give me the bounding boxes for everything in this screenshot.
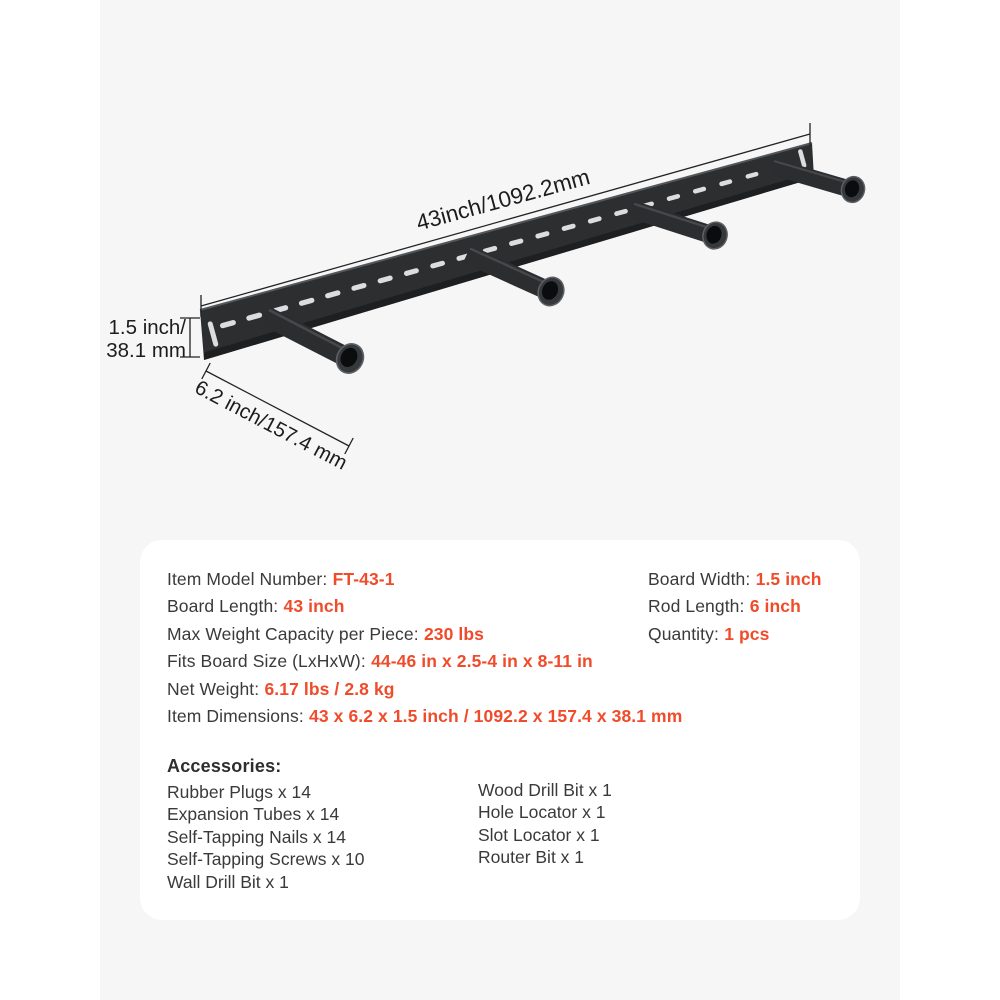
accessories-list-right: Wood Drill Bit x 1 Hole Locator x 1 Slot… <box>478 779 612 869</box>
rail-top-sheen <box>199 142 813 311</box>
spec-row-fits-board: Fits Board Size (LxHxW):44-46 in x 2.5-4… <box>167 648 682 675</box>
spec-list-left: Item Model Number:FT-43-1 Board Length:4… <box>167 566 682 730</box>
rod-1 <box>261 307 365 374</box>
accessory-item: Wood Drill Bit x 1 <box>478 780 612 800</box>
product-diagram: 43inch/1092.2mm 1.5 inch/ 38.1 mm 6.2 in… <box>106 123 866 475</box>
spec-card: Item Model Number:FT-43-1 Board Length:4… <box>140 540 860 920</box>
accessory-item: Self-Tapping Screws x 10 <box>167 849 365 870</box>
spec-row-item-dimensions: Item Dimensions:43 x 6.2 x 1.5 inch / 10… <box>167 703 682 730</box>
dimension-length-lines <box>200 123 811 317</box>
accessory-item: Expansion Tubes x 14 <box>167 804 340 825</box>
accessory-item: Router Bit x 1 <box>478 847 585 868</box>
dimension-depth-label: 6.2 inch/157.4 mm <box>191 376 351 475</box>
spec-row-board-width: Board Width:1.5 inch <box>648 566 822 593</box>
spec-label: Quantity: <box>648 623 719 644</box>
rod-2 <box>463 245 565 307</box>
accessory-item: Slot Locator x 1 <box>478 824 600 845</box>
spec-value: 1.5 inch <box>755 569 822 589</box>
spec-row-rod-length: Rod Length:6 inch <box>648 593 822 620</box>
spec-row-quantity: Quantity:1 pcs <box>648 621 822 648</box>
spec-label: Max Weight Capacity per Piece: <box>167 623 419 644</box>
accessory-item: Rubber Plugs x 14 <box>167 782 311 802</box>
accessories-list-left: Rubber Plugs x 14 Expansion Tubes x 14 S… <box>167 781 364 893</box>
rod-3 <box>628 200 728 250</box>
accessories-heading: Accessories: <box>167 756 282 776</box>
spec-label: Item Dimensions: <box>167 706 304 727</box>
spec-label: Fits Board Size (LxHxW): <box>167 651 366 672</box>
dimension-width-label-line2: 38.1 mm <box>106 339 186 362</box>
spec-label: Rod Length: <box>648 596 745 617</box>
dimension-width-lines <box>180 317 200 358</box>
spec-row-model: Item Model Number:FT-43-1 <box>167 566 682 593</box>
accessory-item: Self-Tapping Nails x 14 <box>167 826 346 847</box>
spec-value: 6 inch <box>749 596 801 617</box>
spec-value: 43 x 6.2 x 1.5 inch / 1092.2 x 157.4 x 3… <box>309 706 683 727</box>
spec-value: 44-46 in x 2.5-4 in x 8-11 in <box>371 651 593 672</box>
mounting-rail <box>200 143 814 360</box>
spec-label: Net Weight: <box>167 678 260 699</box>
spec-value: 1 pcs <box>724 623 770 644</box>
spec-value: FT-43-1 <box>332 569 395 589</box>
spec-row-board-length: Board Length:43 inch <box>167 593 682 620</box>
accessory-item: Hole Locator x 1 <box>478 802 606 823</box>
spec-value: 43 inch <box>283 596 345 617</box>
spec-row-max-weight: Max Weight Capacity per Piece:230 lbs <box>167 621 682 648</box>
dimension-depth-lines <box>201 362 354 455</box>
spec-label: Item Model Number: <box>167 569 328 589</box>
rod-4 <box>768 157 866 204</box>
accessory-item: Wall Drill Bit x 1 <box>167 871 289 892</box>
rail-end-slot-right <box>798 149 807 168</box>
spec-label: Board Length: <box>167 596 279 617</box>
spec-value: 230 lbs <box>423 623 484 644</box>
spec-value: 6.17 lbs / 2.8 kg <box>264 678 395 699</box>
spec-label: Board Width: <box>648 569 751 589</box>
spec-list-right: Board Width:1.5 inch Rod Length:6 inch Q… <box>648 566 822 648</box>
rail-end-slot-left <box>207 321 219 347</box>
spec-row-net-weight: Net Weight:6.17 lbs / 2.8 kg <box>167 676 682 703</box>
dimension-width-label-line1: 1.5 inch/ <box>109 316 187 339</box>
